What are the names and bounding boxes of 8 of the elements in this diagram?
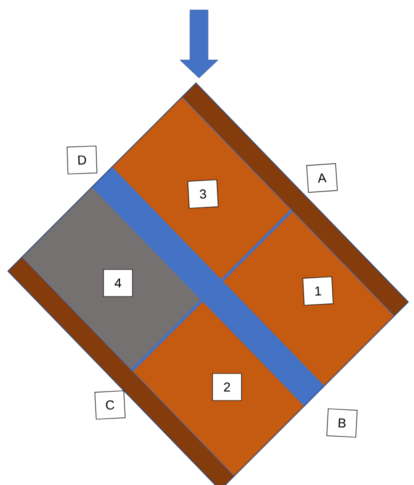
label-box: 4 — [103, 269, 133, 297]
label-box: D — [66, 146, 98, 174]
label-box: 1 — [302, 276, 334, 306]
label-box: C — [94, 390, 126, 420]
label-box: 3 — [188, 179, 218, 209]
label-box: B — [326, 408, 358, 438]
label-box: 2 — [212, 373, 242, 401]
label-box: A — [306, 163, 338, 193]
